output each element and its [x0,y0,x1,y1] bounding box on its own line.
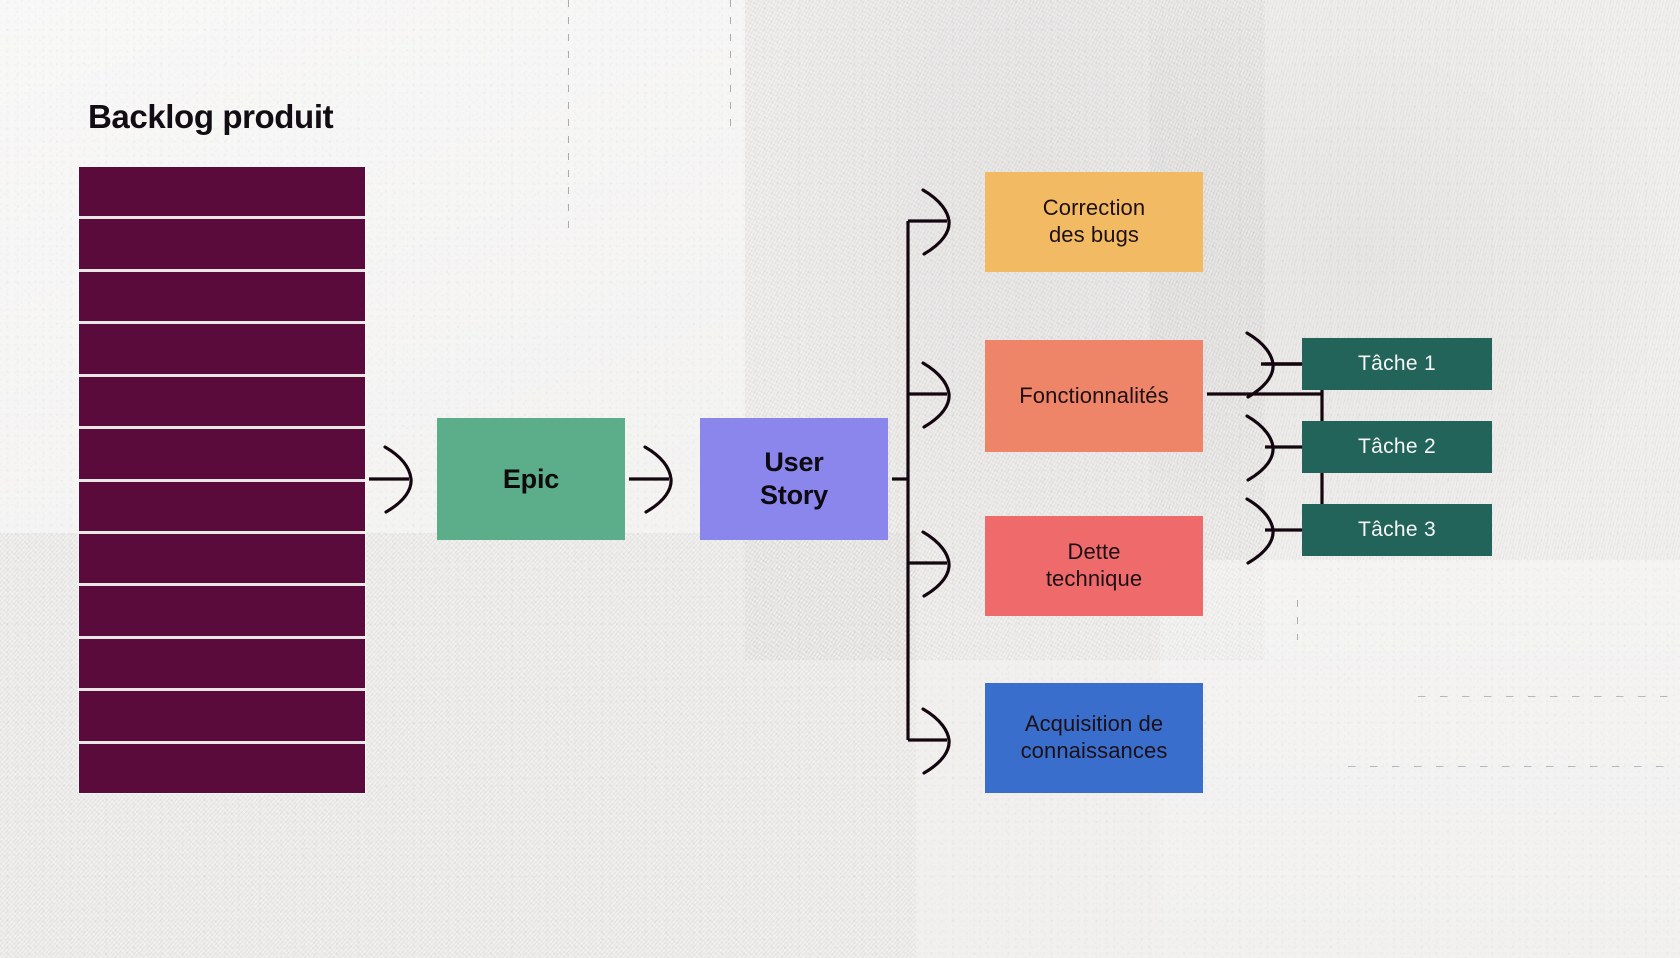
backlog-item[interactable] [79,429,365,479]
backlog-item[interactable] [79,324,365,374]
node-task-2-label: Tâche 2 [1358,435,1436,459]
node-fonctionnalites-label: Fonctionnalités [1019,382,1169,408]
branch-knowledge-line2: connaissances [1020,738,1168,763]
branch-bugs-line1: Correction [1042,195,1146,221]
backlog-item[interactable] [79,481,365,531]
node-acquisition-label: Acquisition de connaissances [1021,711,1168,765]
node-user-story-label: User Story [760,446,828,512]
backlog-stack [79,167,365,794]
node-user-story-line1: User [764,447,824,478]
node-task-3-label: Tâche 3 [1358,518,1436,542]
node-epic[interactable]: Epic [437,418,625,540]
node-task-2[interactable]: Tâche 2 [1302,421,1492,473]
texture-panel-bottom-right [1160,560,1680,958]
guide-dotted-line-3 [1297,600,1298,640]
backlog-item[interactable] [79,638,365,689]
node-epic-label: Epic [502,463,560,494]
branch-debt-line2: technique [1045,566,1143,591]
branch-debt-line1: Dette [1067,539,1121,565]
node-dette-technique[interactable]: Dette technique [985,516,1203,616]
backlog-item[interactable] [79,219,365,269]
backlog-item[interactable] [79,167,365,217]
backlog-item[interactable] [79,691,365,741]
branch-bugs-line2: des bugs [1048,222,1140,247]
node-task-1[interactable]: Tâche 1 [1302,338,1492,390]
node-fonctionnalites[interactable]: Fonctionnalités [985,340,1203,452]
node-task-1-label: Tâche 1 [1358,352,1436,376]
guide-dotted-line-4 [1418,696,1668,697]
page-title: Backlog produit [88,98,334,135]
backlog-item[interactable] [79,586,365,636]
backlog-item[interactable] [79,533,365,584]
node-acquisition-de-connaissances[interactable]: Acquisition de connaissances [985,683,1203,793]
backlog-item[interactable] [79,271,365,322]
node-user-story[interactable]: User Story [700,418,888,540]
node-dette-technique-label: Dette technique [1046,539,1142,593]
node-correction-des-bugs[interactable]: Correction des bugs [985,172,1203,272]
node-task-3[interactable]: Tâche 3 [1302,504,1492,556]
guide-dotted-line-2 [730,0,731,130]
guide-dotted-line-1 [568,0,569,230]
guide-dotted-line-5 [1348,766,1678,767]
backlog-item[interactable] [79,376,365,427]
node-correction-des-bugs-label: Correction des bugs [1043,195,1145,249]
node-user-story-line2: Story [759,480,829,510]
backlog-item[interactable] [79,743,365,794]
branch-knowledge-line1: Acquisition de [1024,711,1164,737]
